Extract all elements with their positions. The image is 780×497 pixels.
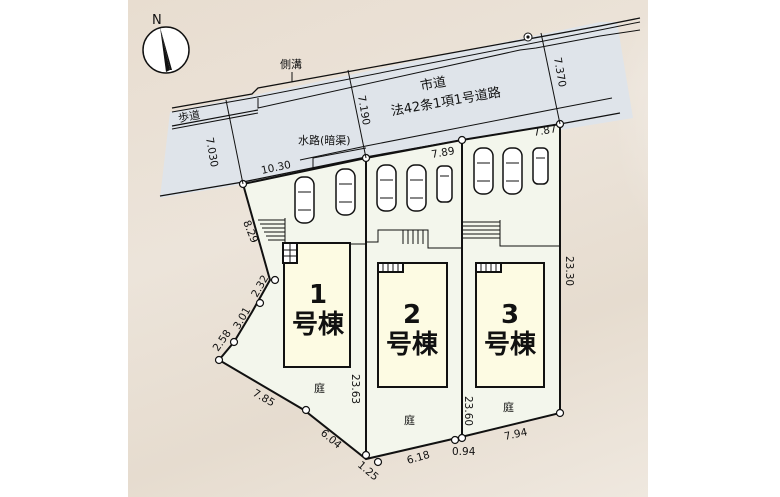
grid-icon-3 [475, 262, 502, 273]
building-3 [475, 262, 545, 388]
waterway-marker [312, 147, 367, 168]
south-d: 6.18 [406, 449, 432, 467]
building-1-number: 1 [309, 280, 327, 310]
sidewalk-line-2 [171, 112, 259, 130]
waterway-label: 水路(暗渠) [298, 133, 351, 147]
building-2 [377, 262, 448, 388]
sidewalk-label: 歩道 [177, 107, 201, 125]
south-e: 0.94 [452, 446, 476, 458]
road-edge-top [171, 17, 641, 109]
depth-1-2: 23.63 [349, 374, 361, 404]
garden-label-3: 庭 [503, 400, 514, 414]
depth-east: 23.30 [563, 256, 575, 286]
north-compass-icon: N [142, 13, 190, 74]
road-edge-bottom-2 [299, 97, 613, 161]
building-2-number: 2 [403, 300, 421, 330]
grid-icon-2 [377, 262, 404, 273]
road-name: 市道 [419, 74, 447, 94]
road-width-mid: 7.190 [355, 94, 372, 126]
gutter-label: 側溝 [280, 58, 302, 71]
road-width-right: 7.370 [551, 56, 568, 88]
building-1-suffix: 号棟 [292, 310, 345, 340]
building-3-suffix: 号棟 [484, 330, 537, 360]
garden-label-2: 庭 [404, 413, 415, 427]
north-label: N [152, 13, 162, 28]
road-edge-top-2 [171, 21, 641, 113]
building-2-suffix: 号棟 [386, 330, 439, 360]
frontage-3: 7.87 [532, 123, 557, 139]
road-width-left: 7.030 [203, 136, 220, 168]
grid-icon-1 [282, 242, 298, 264]
road-area [160, 22, 633, 198]
road-gutter-line [257, 29, 641, 109]
sidewalk-line [171, 109, 259, 127]
car-details [298, 157, 545, 211]
depth-2-3: 23.60 [462, 396, 474, 426]
parking-cars [294, 147, 549, 224]
frontage-2: 7.89 [430, 145, 455, 161]
garden-label-1: 庭 [314, 381, 325, 395]
building-3-number: 3 [501, 300, 519, 330]
south-f: 7.94 [503, 426, 529, 443]
